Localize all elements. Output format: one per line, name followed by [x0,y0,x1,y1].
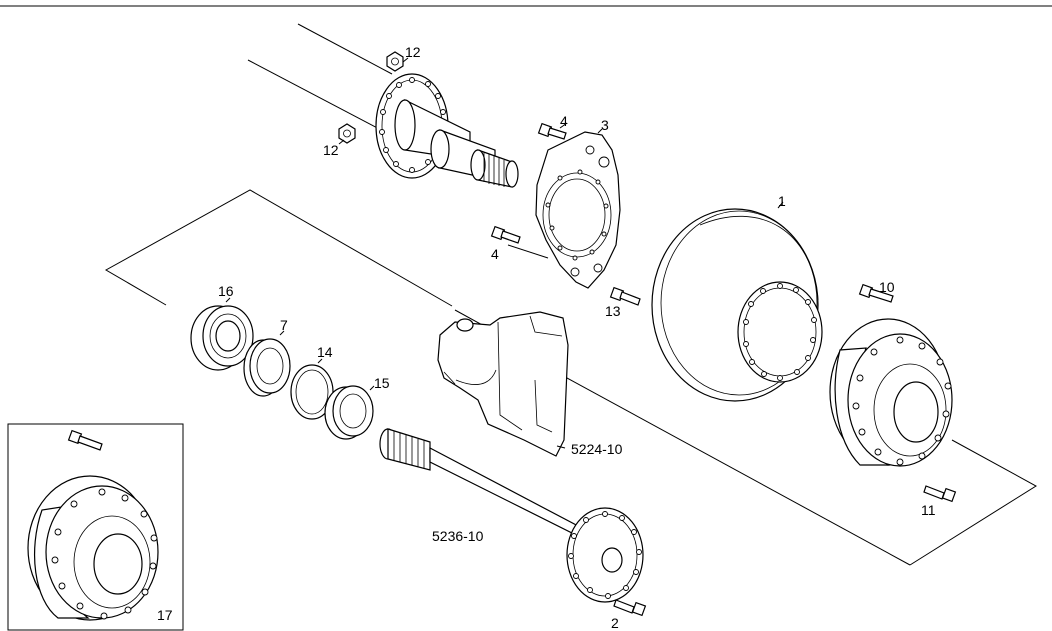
callout-4-lower: 4 [491,246,499,262]
callout-13: 13 [605,303,621,319]
nut-part-12-upper [386,51,409,72]
disc-bolt-holes [743,283,817,381]
callout-2: 2 [611,615,619,631]
group-label-5236-10: 5236-10 [432,528,484,544]
assembly-axis-lines [104,23,1037,566]
wheel-hub-right [829,318,953,467]
callout-15: 15 [374,375,390,391]
right-hub-stud-holes [852,336,952,466]
brake-disc-part-1 [651,201,823,402]
spindle-thread-lines [483,152,505,187]
bearing-part-16 [190,297,254,371]
callout-12-upper: 12 [405,44,421,60]
brake-caliper-5224-10 [437,311,569,457]
ring-part-15 [324,385,375,440]
callout-labels: 1 2 3 4 4 7 10 11 12 12 13 14 15 16 17 5… [157,44,936,631]
callout-11: 11 [921,502,936,518]
bolt-part-4-lower [490,225,521,244]
inset-box-part-17 [7,423,184,631]
axle-shaft-5236-10 [379,428,644,603]
callout-7: 7 [280,317,288,333]
callout-16: 16 [218,283,234,299]
wheel-hub-part-17 [27,475,159,621]
callout-10: 10 [879,279,895,295]
bolt-part-11 [923,485,957,503]
bolt-part-4-upper [537,122,568,140]
callout-3: 3 [601,117,609,133]
group-label-5224-10: 5224-10 [571,441,623,457]
nut-part-12-lower [338,123,356,145]
shaft-flange-holes [568,511,642,599]
bolt-part-2 [613,599,647,617]
brake-carrier-plate-part-3 [535,128,621,289]
callout-4-upper: 4 [560,113,568,129]
shaft-splines [393,431,425,468]
callout-1: 1 [778,193,786,209]
bolt-part-10 [858,283,894,303]
bolt-in-inset [67,429,103,451]
seal-part-7 [243,330,291,397]
callout-14: 14 [317,344,333,360]
spindle-stub-axle [375,73,519,188]
callout-17: 17 [157,607,173,623]
callout-12-lower: 12 [323,142,339,158]
bolt-part-13 [609,286,641,306]
